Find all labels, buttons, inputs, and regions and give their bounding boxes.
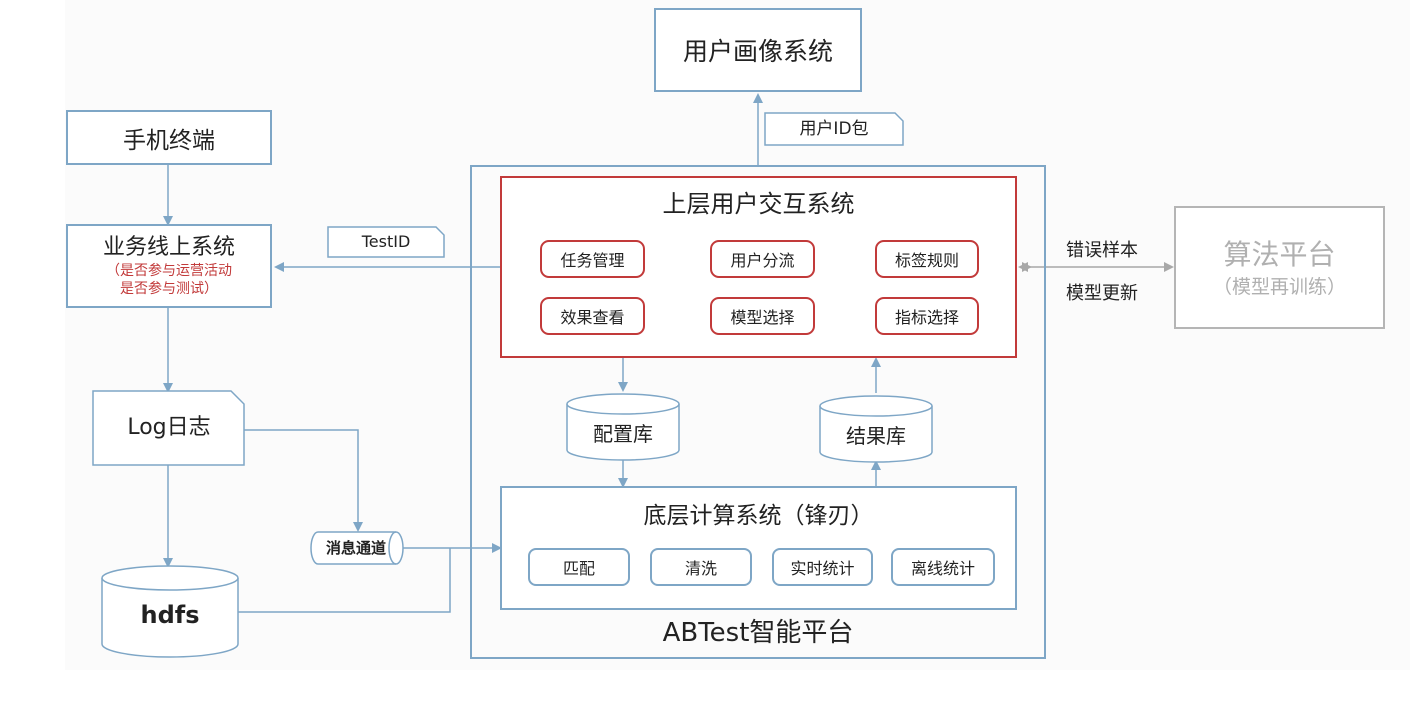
upper-system-title: 上层用户交互系统: [662, 190, 855, 218]
log-label: Log日志: [127, 415, 211, 440]
clean-node: 清洗: [650, 548, 752, 586]
arrow-log-to-channel: [244, 429, 363, 532]
effect-view-label: 效果查看: [560, 308, 625, 327]
abtest-platform-frame: [470, 165, 1046, 659]
business-system-note-2: 是否参与测试）: [120, 281, 218, 297]
user-split-label: 用户分流: [730, 251, 795, 270]
model-update-label: 模型更新: [1066, 283, 1138, 304]
user-portrait-box: 用户画像系统: [654, 8, 862, 92]
hdfs-cylinder: [101, 565, 239, 658]
user-id-tag: 用户ID包: [799, 119, 869, 139]
clean-label: 清洗: [684, 559, 717, 578]
result-db-label: 结果库: [846, 424, 906, 448]
algorithm-platform-box: 算法平台 （模型再训练）: [1174, 206, 1385, 329]
effect-view-node: 效果查看: [540, 297, 645, 335]
user-id-tag-shape: [764, 112, 904, 146]
message-channel-label: 消息通道: [325, 539, 386, 557]
model-select-label: 模型选择: [730, 308, 795, 327]
realtime-stats-node: 实时统计: [772, 548, 873, 586]
mobile-terminal-box: 手机终端: [66, 110, 272, 165]
user-split-node: 用户分流: [710, 240, 815, 278]
mobile-terminal-label: 手机终端: [123, 127, 215, 154]
algorithm-platform-sub: （模型再训练）: [1212, 275, 1346, 298]
task-management-node: 任务管理: [540, 240, 645, 278]
message-channel-shape: [310, 531, 404, 565]
model-select-node: 模型选择: [710, 297, 815, 335]
task-management-label: 任务管理: [560, 251, 625, 270]
match-node: 匹配: [528, 548, 630, 586]
log-document-shape: [92, 390, 245, 466]
algorithm-platform-title: 算法平台: [1223, 237, 1336, 271]
offline-stats-label: 离线统计: [910, 559, 975, 578]
config-db-cylinder: [566, 393, 680, 461]
business-system-title: 业务线上系统: [102, 235, 235, 260]
offline-stats-node: 离线统计: [891, 548, 995, 586]
result-db-cylinder: [819, 395, 933, 463]
realtime-stats-label: 实时统计: [790, 559, 855, 578]
error-samples-label: 错误样本: [1066, 240, 1138, 261]
hdfs-label: hdfs: [140, 601, 200, 629]
user-portrait-label: 用户画像系统: [682, 37, 833, 66]
testid-tag: TestID: [361, 232, 411, 251]
metric-select-node: 指标选择: [875, 297, 979, 335]
testid-tag-shape: [327, 226, 445, 258]
tag-rule-label: 标签规则: [894, 251, 959, 270]
config-db-label: 配置库: [593, 422, 653, 446]
bottom-system-title: 底层计算系统（锋刃）: [643, 503, 874, 529]
line-hdfs-to-bottom: [238, 548, 451, 613]
abtest-platform-title: ABTest智能平台: [662, 618, 854, 648]
business-system-box: 业务线上系统 （是否参与运营活动 是否参与测试）: [66, 224, 272, 308]
metric-select-label: 指标选择: [894, 308, 959, 327]
match-label: 匹配: [562, 559, 595, 578]
business-system-note-1: （是否参与运营活动: [106, 263, 232, 279]
tag-rule-node: 标签规则: [875, 240, 979, 278]
